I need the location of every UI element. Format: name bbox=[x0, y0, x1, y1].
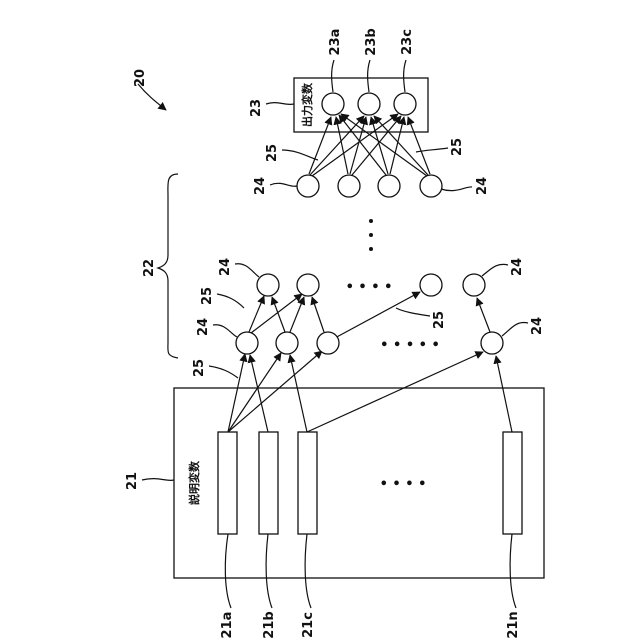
figure-number-arrow bbox=[138, 84, 166, 110]
connection-label: 25 bbox=[200, 287, 215, 305]
leader-21a bbox=[225, 534, 231, 608]
leader-23b bbox=[368, 60, 370, 92]
hidden-node bbox=[257, 274, 279, 296]
node-label: 24 bbox=[530, 317, 545, 335]
hidden-node bbox=[378, 175, 400, 197]
vertical-dots bbox=[369, 219, 373, 251]
hidden-layers-number: 22 bbox=[142, 259, 157, 277]
connection-label: 25 bbox=[432, 311, 447, 329]
label-21c: 21c bbox=[301, 612, 316, 638]
leader-21b bbox=[266, 534, 272, 608]
node-label: 24 bbox=[218, 258, 233, 276]
node-label: 24 bbox=[510, 258, 525, 276]
output-layer-leader bbox=[266, 103, 294, 105]
hidden-node bbox=[317, 332, 339, 354]
hidden-to-output-connections bbox=[309, 114, 430, 176]
input-layer: 説明変数 21 • • • • 21a 21b 21c 21n bbox=[125, 388, 544, 639]
output-node-23a bbox=[322, 93, 344, 115]
output-layer-title: 出力変数 bbox=[300, 82, 314, 127]
label-23c: 23c bbox=[400, 29, 415, 55]
node-label: 24 bbox=[196, 318, 211, 336]
leader-23c bbox=[404, 60, 406, 92]
figure-number-group: 20 bbox=[133, 69, 166, 110]
input-layer-leader bbox=[142, 479, 174, 481]
hidden-row-1-dots: • • • • • bbox=[380, 338, 440, 353]
hidden-node bbox=[297, 175, 319, 197]
hidden-row-2-dots: • • • • bbox=[346, 280, 393, 295]
label-23b: 23b bbox=[364, 28, 379, 55]
hidden-node bbox=[463, 274, 485, 296]
label-21n: 21n bbox=[506, 611, 521, 638]
connection-label: 25 bbox=[192, 359, 207, 377]
node-reference-labels: 24 24 24 24 24 24 bbox=[196, 177, 545, 337]
connection-label: 25 bbox=[450, 138, 465, 156]
hidden-top-row bbox=[297, 175, 442, 197]
vertical-dot bbox=[369, 247, 373, 251]
hidden-node bbox=[420, 274, 442, 296]
input-layer-number: 21 bbox=[125, 472, 140, 490]
label-21b: 21b bbox=[262, 611, 277, 638]
output-layer-number: 23 bbox=[249, 99, 264, 117]
label-23a: 23a bbox=[328, 29, 343, 56]
hidden-node bbox=[276, 332, 298, 354]
input-variable-21c bbox=[298, 432, 317, 534]
leader-21n bbox=[510, 534, 516, 608]
hidden-node bbox=[236, 332, 258, 354]
input-layer-title: 説明変数 bbox=[187, 460, 201, 505]
hidden-row-1: • • • • • bbox=[236, 332, 503, 354]
hidden-node bbox=[420, 175, 442, 197]
node-label: 24 bbox=[475, 177, 490, 195]
input-variable-21a bbox=[218, 432, 237, 534]
node-label: 24 bbox=[253, 177, 268, 195]
hidden-row-2: • • • • bbox=[257, 274, 485, 296]
input-variable-21b bbox=[259, 432, 278, 534]
output-node-23b bbox=[358, 93, 380, 115]
vertical-dot bbox=[369, 219, 373, 223]
input-dots: • • • • bbox=[380, 477, 427, 492]
hidden-layers-bracket: 22 bbox=[142, 174, 178, 358]
output-node-23c bbox=[394, 93, 416, 115]
input-variable-21n bbox=[503, 432, 522, 534]
figure-number-label: 20 bbox=[133, 69, 148, 87]
connection-label: 25 bbox=[265, 144, 280, 162]
hidden-node bbox=[297, 274, 319, 296]
label-21a: 21a bbox=[220, 612, 235, 639]
leader-21c bbox=[305, 534, 311, 608]
input-to-hidden-connections bbox=[228, 351, 512, 432]
leader-23a bbox=[332, 60, 334, 92]
bracket bbox=[158, 174, 178, 358]
hidden-node bbox=[338, 175, 360, 197]
vertical-dot bbox=[369, 233, 373, 237]
hidden-node bbox=[481, 332, 503, 354]
